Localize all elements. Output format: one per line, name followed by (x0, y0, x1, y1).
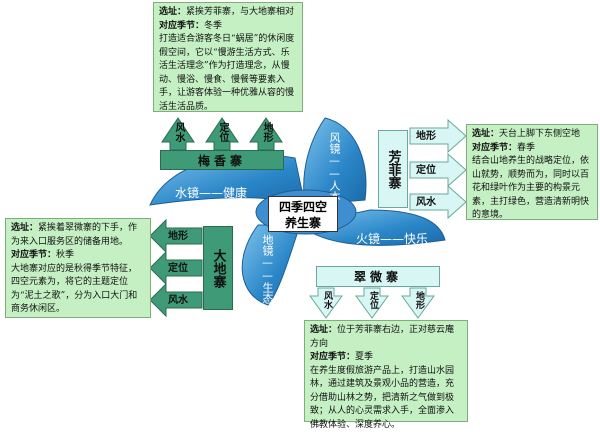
dadi-village-name: 大地寨 (203, 226, 233, 310)
meixiang-arrows (161, 117, 283, 151)
dadi-arrows (149, 218, 203, 318)
wind-mirror-blade (303, 117, 367, 206)
fangfei-arrow-label-3: 风水 (416, 197, 436, 208)
dadi-loc-label: 选址： (11, 223, 39, 233)
meixiang-loc-label: 选址： (159, 7, 187, 17)
fangfei-season-label: 对应季节： (472, 142, 518, 153)
cuiwei-season: 夏季 (355, 352, 374, 362)
meixiang-arrow-label-3: 地形 (261, 122, 272, 142)
meixiang-village-name: 梅香寨 (160, 150, 284, 170)
dadi-arrow-label-2: 定位 (168, 263, 188, 274)
fangfei-village-name: 芳菲寨 (378, 130, 408, 208)
cuiwei-season-label: 对应季节： (310, 352, 356, 362)
meixiang-arrow-label-2: 定位 (217, 122, 228, 142)
fangfei-arrow-label-1: 地形 (416, 131, 436, 142)
fangfei-body: 结合山地养生的战略定位，依山就势，顺势而为，同时以百花和绿叶作为主要的构景元素，… (472, 156, 590, 220)
cuiwei-arrows (309, 287, 435, 319)
center-title-box: 四季四空 养生寨 (268, 196, 338, 232)
meixiang-arrow-label-1: 风水 (173, 122, 184, 142)
dadi-arrow-label-3: 风水 (168, 295, 188, 306)
cuiwei-body: 在养生度假旅游产品上，打造山水园林，通过建筑及景观小品的营造，充分借助山林之势，… (310, 365, 455, 430)
fangfei-note: 选址：天台上脚下东侧空地 对应季节：春季 结合山地养生的战略定位，依山就势，顺势… (466, 124, 598, 220)
center-title-line2: 养生寨 (284, 216, 321, 230)
earth-mirror-label: 地镜——生态 (261, 234, 274, 304)
fangfei-loc: 天台上脚下东侧空地 (499, 129, 581, 139)
dadi-loc: 紧挨着翠微寨的下手，作为来入口服务区的储备用地。 (11, 223, 138, 247)
meixiang-body: 打造适合游客冬日“蜗居”的休闲度假空间，它以“慢游生活方式、乐活生活理念”作为打… (159, 34, 295, 112)
cuiwei-loc: 位于芳菲寨右边，正对慈云庵方向 (310, 325, 455, 349)
dadi-note: 选址：紧挨着翠微寨的下手，作为来入口服务区的储备用地。 对应季节：秋季 大地寨对… (5, 218, 151, 318)
cuiwei-loc-label: 选址： (310, 325, 338, 335)
fangfei-season: 春季 (517, 142, 536, 153)
meixiang-season-label: 对应季节： (159, 20, 205, 31)
fangfei-arrows (409, 118, 467, 220)
dadi-body: 大地寨对应的是秋得季节特征，四空元素为，将它的主题定位为“泥土之歌”，分为入口大… (11, 263, 138, 315)
dadi-season-label: 对应季节： (11, 250, 57, 260)
cuiwei-village-name: 翠微寨 (316, 266, 440, 287)
center-title-line1: 四季四空 (278, 200, 327, 214)
meixiang-season: 冬季 (204, 20, 223, 31)
dadi-season: 秋季 (56, 250, 75, 260)
cuiwei-arrow-label-2: 定位 (368, 291, 378, 309)
meixiang-note: 选址：紧挨芳菲寨，与大地寨相对 对应季节：冬季 打造适合游客冬日“蜗居”的休闲度… (153, 2, 303, 112)
cuiwei-note: 选址：位于芳菲寨右边，正对慈云庵方向 对应季节：夏季 在养生度假旅游产品上，打造… (304, 320, 468, 430)
dadi-arrow-label-1: 地形 (168, 231, 188, 242)
fire-mirror-label: 火镜——快乐 (356, 232, 429, 246)
fangfei-loc-label: 选址： (472, 129, 500, 139)
meixiang-loc: 紧挨芳菲寨，与大地寨相对 (186, 7, 295, 17)
wind-mirror-label: 风镜——人本 (328, 132, 341, 202)
fangfei-arrow-label-2: 定位 (416, 165, 436, 176)
earth-mirror-blade (241, 224, 301, 306)
water-mirror-label: 水镜——健康 (175, 186, 248, 200)
cuiwei-arrow-label-3: 地形 (414, 291, 424, 309)
cuiwei-arrow-label-1: 风水 (322, 291, 332, 309)
